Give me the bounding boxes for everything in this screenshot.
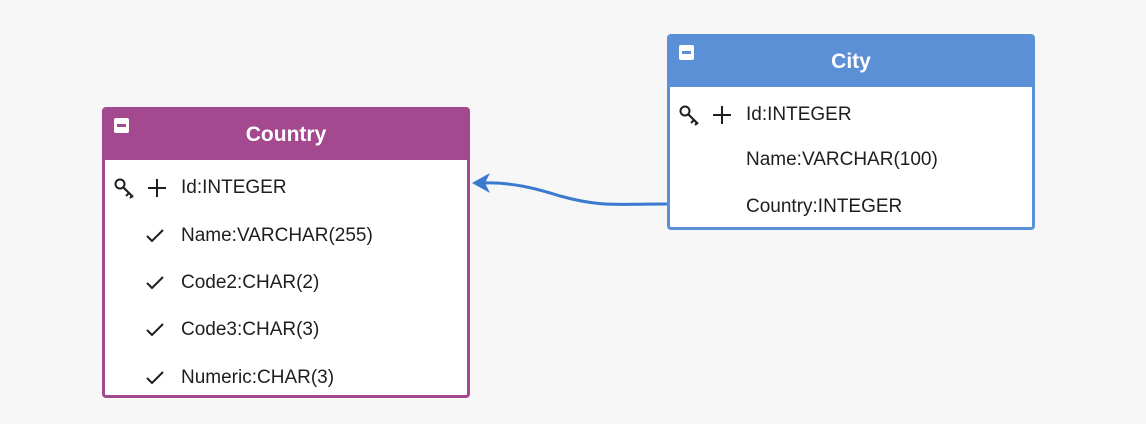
key-icon (679, 105, 699, 126)
plus-icon (148, 179, 166, 197)
key-icon (114, 178, 134, 199)
field-row[interactable]: Code2:CHAR(2) (105, 268, 467, 298)
check-icon (146, 229, 164, 243)
entity-country-header[interactable]: Country (105, 110, 467, 160)
field-row[interactable]: Name:VARCHAR(100) (670, 145, 1032, 175)
check-icon (146, 371, 164, 385)
field-row[interactable]: Country:INTEGER (670, 192, 1032, 222)
field-label: Numeric:CHAR(3) (181, 367, 335, 388)
field-label: Country:INTEGER (746, 196, 903, 217)
collapse-icon[interactable] (114, 118, 129, 133)
check-icon (146, 276, 164, 290)
relationship-city-country-line[interactable] (483, 181, 668, 206)
field-label: Id:INTEGER (746, 104, 852, 125)
field-row[interactable]: Id:INTEGER (670, 100, 1032, 130)
relationship-arrowhead (472, 173, 490, 193)
entity-country[interactable]: Country Id:INTEGER (102, 107, 470, 398)
entity-city-header[interactable]: City (670, 37, 1032, 87)
field-label: Code2:CHAR(2) (181, 272, 320, 293)
field-row[interactable]: Code3:CHAR(3) (105, 315, 467, 345)
field-label: Name:VARCHAR(100) (746, 149, 938, 170)
field-label: Name:VARCHAR(255) (181, 225, 373, 246)
entity-country-title: Country (245, 123, 327, 146)
field-row[interactable]: Numeric:CHAR(3) (105, 363, 467, 393)
field-label: Id:INTEGER (181, 177, 287, 198)
field-row[interactable]: Id:INTEGER (105, 173, 467, 203)
entity-city-title: City (831, 50, 871, 73)
field-row[interactable]: Name:VARCHAR(255) (105, 221, 467, 251)
entity-city[interactable]: City Id:INTEGER Name:VARCHAR(100) (667, 34, 1035, 230)
field-label: Code3:CHAR(3) (181, 319, 320, 340)
check-icon (146, 323, 164, 337)
plus-icon (713, 106, 731, 124)
collapse-icon[interactable] (679, 45, 694, 60)
